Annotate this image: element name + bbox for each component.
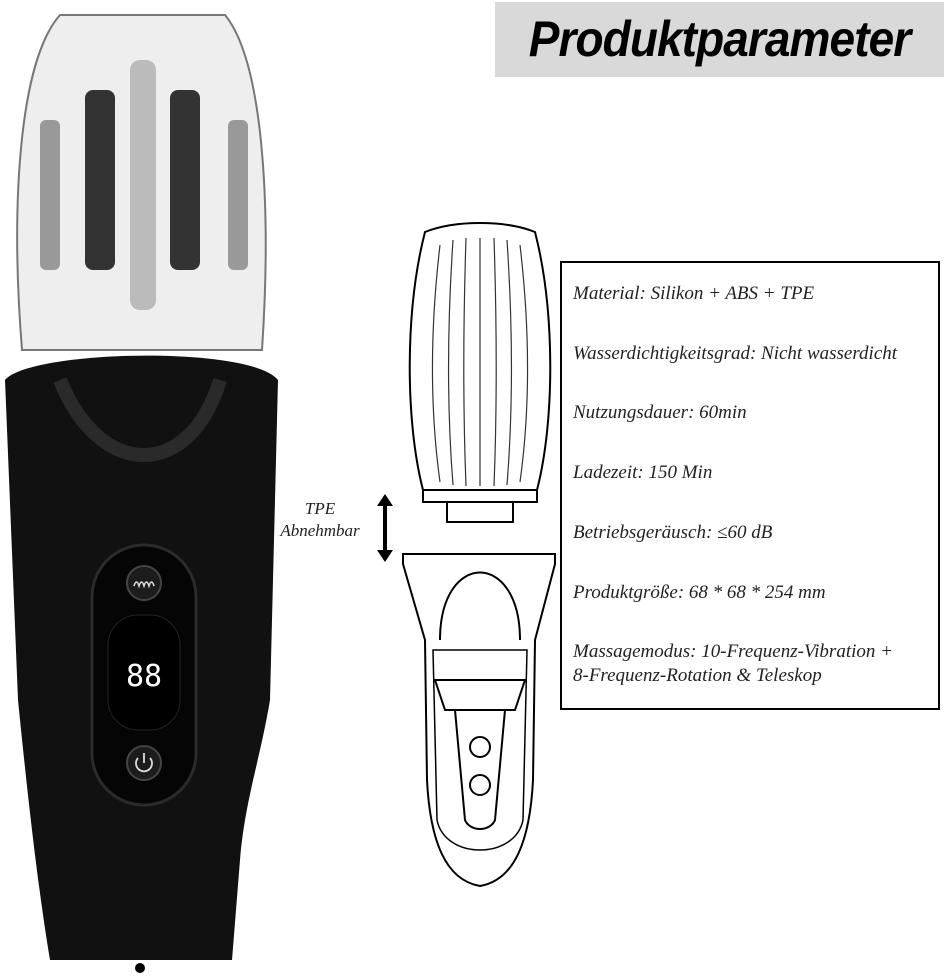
- spec-box: Material: Silikon + ABS + TPE Wasserdich…: [560, 261, 940, 710]
- up-down-arrow-icon: [377, 494, 393, 562]
- wave-icon: [126, 565, 162, 601]
- device-illustration: 88: [5, 14, 278, 973]
- callout-line2: Abnehmbar: [280, 521, 360, 540]
- tpe-callout: TPE Abnehmbar: [270, 498, 370, 542]
- led-display: [107, 614, 181, 731]
- exploded-view-drawing: [402, 222, 556, 888]
- page-title: Produktparameter: [528, 11, 911, 67]
- title-banner: Produktparameter: [495, 2, 944, 77]
- spec-mode-line1: Massagemodus: 10-Frequenz-Vibration +: [573, 641, 893, 662]
- callout-line1: TPE: [304, 499, 336, 518]
- base-outline: [402, 553, 556, 888]
- spec-charge-time: Ladezeit: 150 Min: [573, 462, 713, 483]
- spec-mode-line2: 8-Frequenz-Rotation & Teleskop: [573, 665, 822, 686]
- spec-noise: Betriebsgeräusch: ≤60 dB: [573, 522, 773, 543]
- spec-size: Produktgröße: 68 * 68 * 254 mm: [573, 582, 826, 603]
- spec-waterproof: Wasserdichtigkeitsgrad: Nicht wasserdich…: [573, 343, 898, 364]
- spec-material: Material: Silikon + ABS + TPE: [573, 283, 815, 304]
- display-value: 88: [126, 659, 162, 694]
- spec-usage-time: Nutzungsdauer: 60min: [573, 402, 747, 423]
- sleeve-texture: [40, 60, 248, 310]
